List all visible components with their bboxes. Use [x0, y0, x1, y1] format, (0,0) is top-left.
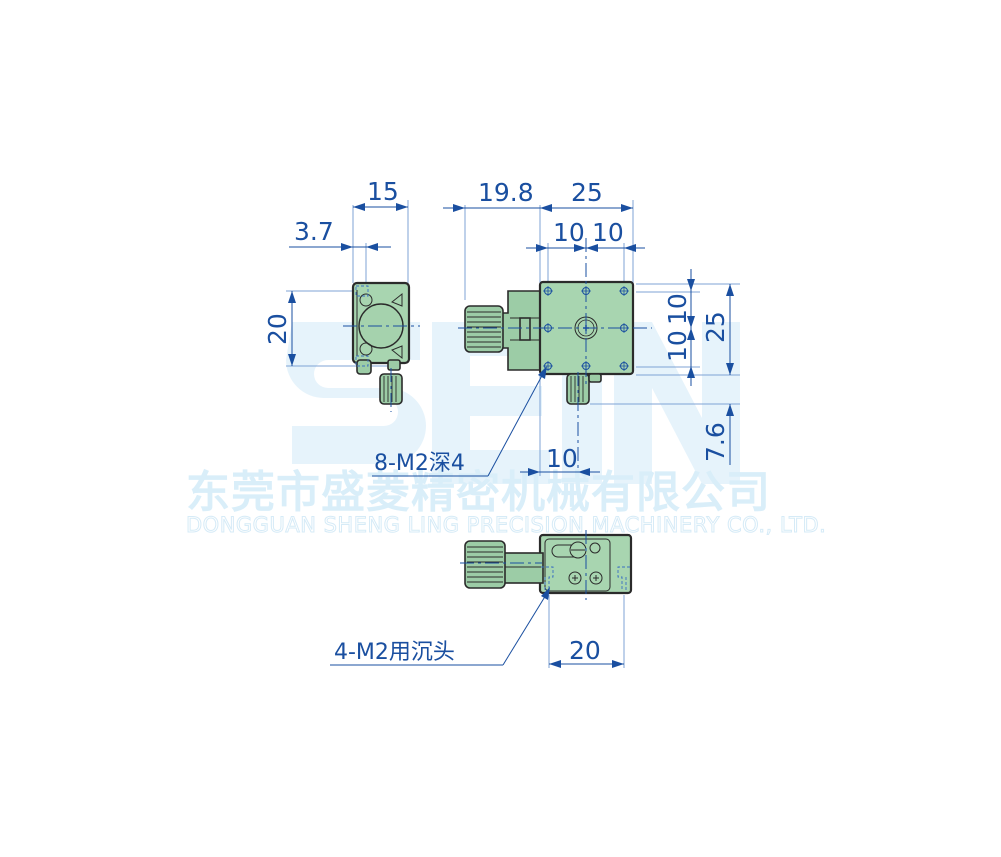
- dim-top-width: 25: [571, 178, 603, 207]
- dim-side-offset: 3.7: [294, 217, 334, 246]
- dim-top-height: 25: [701, 311, 730, 343]
- watermark: 东莞市盛菱精密机械有限公司 DONGGUAN SHENG LING PRECIS…: [186, 322, 826, 538]
- dim-side-width: 15: [367, 177, 399, 206]
- front-view: 20 4-M2用沉头: [330, 530, 633, 668]
- side-view: 15 3.7 20: [263, 177, 420, 412]
- dim-knob-offset: 19.8: [478, 178, 534, 207]
- callout-countersunk-holes: 4-M2用沉头: [334, 640, 455, 665]
- front-view-knob: [464, 540, 506, 589]
- dim-mount-pitch: 20: [569, 636, 601, 665]
- dim-hole-pitch-x2: 10: [592, 218, 624, 247]
- watermark-company-cn: 东莞市盛菱精密机械有限公司: [186, 467, 771, 518]
- dim-knob-protrusion: 7.6: [701, 422, 730, 462]
- top-view-knob: [464, 305, 504, 353]
- dim-hole-to-knob: 10: [546, 444, 578, 473]
- dim-side-height: 20: [263, 313, 292, 345]
- dim-hole-pitch-y2: 10: [663, 330, 692, 362]
- dim-hole-pitch-x1: 10: [553, 218, 585, 247]
- top-view: 19.8 25 10 10 10 10 25 7.6 10 8-M2深4: [372, 178, 740, 477]
- dim-hole-pitch-y1: 10: [663, 293, 692, 325]
- front-view-housing: [502, 552, 544, 584]
- callout-tapped-holes: 8-M2深4: [374, 451, 465, 476]
- watermark-company-en: DONGGUAN SHENG LING PRECISION MACHINERY …: [186, 513, 826, 537]
